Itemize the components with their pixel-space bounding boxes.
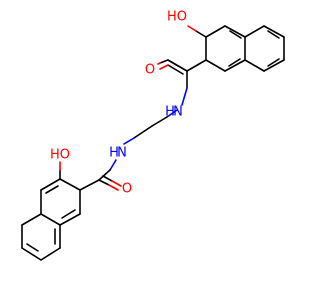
structure-canvas: HO O H N H N HO O: [21, 10, 285, 261]
bond: [45, 185, 59, 194]
atom-labels: HO O H N H N HO O: [50, 10, 187, 197]
bond: [40, 247, 61, 261]
bond: [40, 213, 61, 226]
bond: [167, 64, 184, 75]
amide-nh-label-top-n: N: [173, 105, 183, 120]
bond: [205, 59, 226, 72]
bond: [263, 59, 285, 72]
bond: [167, 59, 179, 67]
carbonyl-oxygen-label-bottom: O: [122, 182, 132, 197]
bond: [79, 179, 100, 191]
bond: [244, 25, 265, 38]
amide-nh-label-bottom-n: N: [117, 146, 127, 161]
bond: [109, 159, 117, 171]
top-naphthalene: [186, 25, 285, 72]
bond: [224, 59, 246, 72]
bond: [267, 30, 280, 39]
bond: [166, 109, 178, 118]
bond: [224, 25, 246, 38]
ethylene-linker: [123, 125, 153, 145]
bond: [263, 25, 285, 38]
bond: [186, 59, 207, 72]
bond: [21, 247, 42, 261]
bond: [123, 137, 135, 145]
amide-nh-label-bottom-h: H: [109, 146, 119, 161]
bond: [181, 87, 188, 106]
bond: [159, 64, 169, 70]
carbonyl-oxygen-label-top: O: [145, 63, 155, 78]
bond: [98, 169, 111, 181]
bond: [108, 184, 119, 191]
bond: [26, 243, 39, 252]
bond: [205, 25, 226, 38]
bond: [244, 59, 265, 72]
bond: [151, 116, 168, 127]
bond: [159, 59, 169, 64]
bond: [195, 30, 207, 38]
bond: [157, 62, 161, 65]
bond: [228, 58, 241, 67]
bottom-amide: [79, 159, 122, 191]
hydroxyl-label-bottom: HO: [50, 148, 70, 163]
bond: [187, 25, 197, 32]
bond: [59, 213, 81, 226]
amide-nh-label-top-h: H: [165, 105, 175, 120]
molecule-drawing: HO O H N H N HO O: [21, 10, 285, 261]
bond: [40, 178, 61, 191]
bond: [98, 179, 110, 186]
bond: [59, 178, 81, 191]
hydroxyl-label-top: HO: [167, 10, 187, 25]
bond: [229, 30, 242, 39]
bond: [61, 209, 76, 219]
bottom-naphthalene: [21, 161, 81, 261]
bond: [133, 125, 153, 139]
bond: [111, 180, 122, 187]
bond: [267, 58, 280, 67]
top-amide: [151, 59, 188, 127]
bond: [21, 213, 42, 226]
bond: [102, 175, 113, 182]
